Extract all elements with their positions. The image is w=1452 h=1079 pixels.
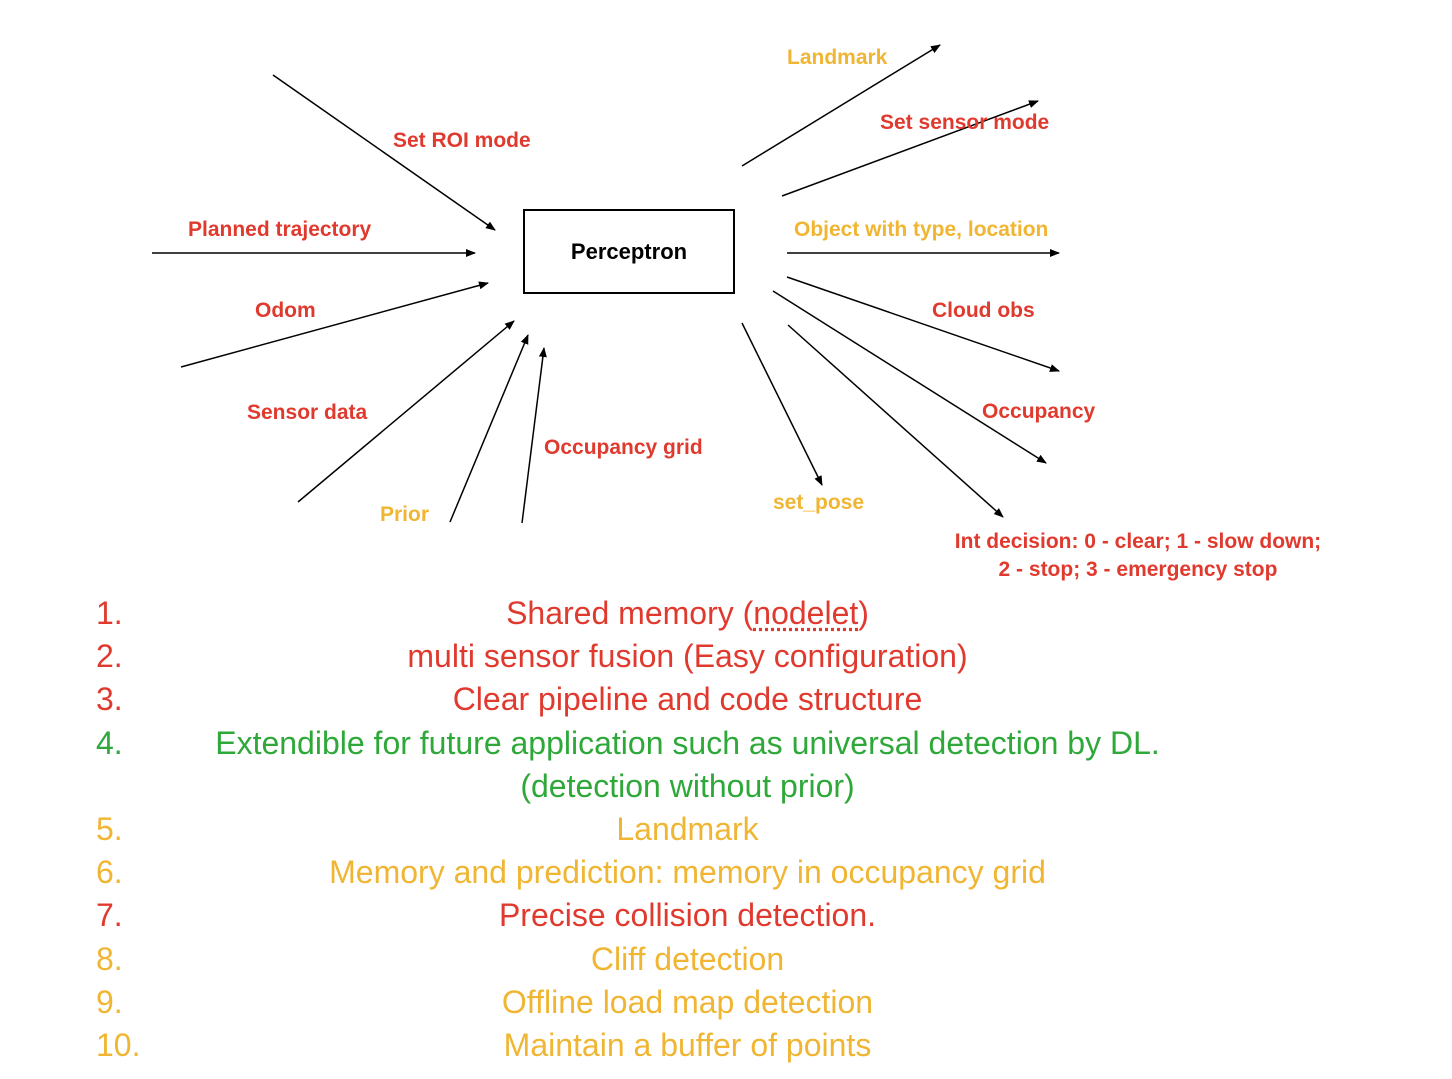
arrow-cloud-obs [786,276,1060,372]
note-text-line-1: Extendible for future application such a… [215,724,1160,761]
arrows-layer [152,44,1060,524]
arrow-set-sensor-mode [781,100,1039,197]
note-text: multi sensor fusion (Easy configuration) [407,638,968,675]
label-sensor-data: Sensor data [247,401,368,424]
notes-list: 1. Shared memory (nodelet) 2. multi sens… [0,592,1452,1067]
arrow-set-pose [741,322,823,486]
label-prior: Prior [380,503,430,526]
note-number: 9. [96,983,123,1020]
note-item: 8. Cliff detection [0,938,1452,981]
label-cloud-obs: Cloud obs [932,299,1035,322]
label-set-roi-mode: Set ROI mode [393,129,531,152]
arrow-landmark [741,44,941,167]
note-item: 1. Shared memory (nodelet) [0,592,1452,635]
note-number: 10. [96,1026,141,1063]
note-item: 3. Clear pipeline and code structure [0,678,1452,721]
note-text-line-2: (detection without prior) [520,767,855,804]
label-set-sensor-mode: Set sensor mode [880,111,1050,134]
note-item: 4. Extendible for future application suc… [0,722,1452,808]
note-number: 4. [96,724,123,761]
label-occupancy: Occupancy [982,400,1096,423]
arrow-occupancy-grid [521,347,547,524]
note-text: Maintain a buffer of points [503,1026,872,1063]
arrow-odom [180,281,489,368]
note-number: 2. [96,638,123,675]
note-text: Extendible for future application such a… [155,722,1220,808]
label-landmark: Landmark [787,46,888,69]
note-item: 5. Landmark [0,808,1452,851]
note-text: Precise collision detection. [498,897,877,934]
label-set-pose: set_pose [773,491,865,514]
note-number: 3. [96,681,123,718]
decision-line-1: Int decision: 0 - clear; 1 - slow down; [954,530,1322,553]
note-text: Memory and prediction: memory in occupan… [329,854,1046,891]
note-item: 10. Maintain a buffer of points [0,1024,1452,1067]
note-number: 6. [96,854,123,891]
perceptron-diagram: Perceptron Set ROI mode Planned trajecto… [152,44,1348,584]
note-item: 6. Memory and prediction: memory in occu… [0,851,1452,894]
perceptron-node-label: Perceptron [570,238,688,264]
note-text: Clear pipeline and code structure [452,681,923,718]
arrow-decision [787,324,1004,518]
note-item: 9. Offline load map detection [0,981,1452,1024]
note-number: 5. [96,810,123,847]
decision-line-2: 2 - stop; 3 - emergency stop [998,558,1278,581]
note-number: 8. [96,940,123,977]
arrow-set-roi-mode [272,74,496,231]
label-object: Object with type, location [794,218,1049,241]
note-text: Cliff detection [590,940,785,977]
label-int-decision: Int decision: 0 - clear; 1 - slow down; … [928,528,1348,584]
label-odom: Odom [255,299,316,322]
note-text-underlined: nodelet [753,595,859,631]
arrow-prior [449,334,529,523]
note-item: 7. Precise collision detection. [0,894,1452,937]
note-text-post: ) [858,595,869,631]
perceptron-node: Perceptron [523,209,735,294]
note-text: Shared memory (nodelet) [140,592,1235,635]
label-planned-trajectory: Planned trajectory [188,218,372,241]
arrow-occupancy [772,290,1047,464]
note-text: Landmark [616,810,759,847]
note-text: Offline load map detection [501,983,874,1020]
note-number: 1. [96,595,123,631]
label-occupancy-grid: Occupancy grid [544,436,703,459]
note-item: 2. multi sensor fusion (Easy configurati… [0,635,1452,678]
arrow-sensor-data [297,320,515,503]
note-text-pre: Shared memory ( [506,595,754,631]
note-number: 7. [96,897,123,934]
